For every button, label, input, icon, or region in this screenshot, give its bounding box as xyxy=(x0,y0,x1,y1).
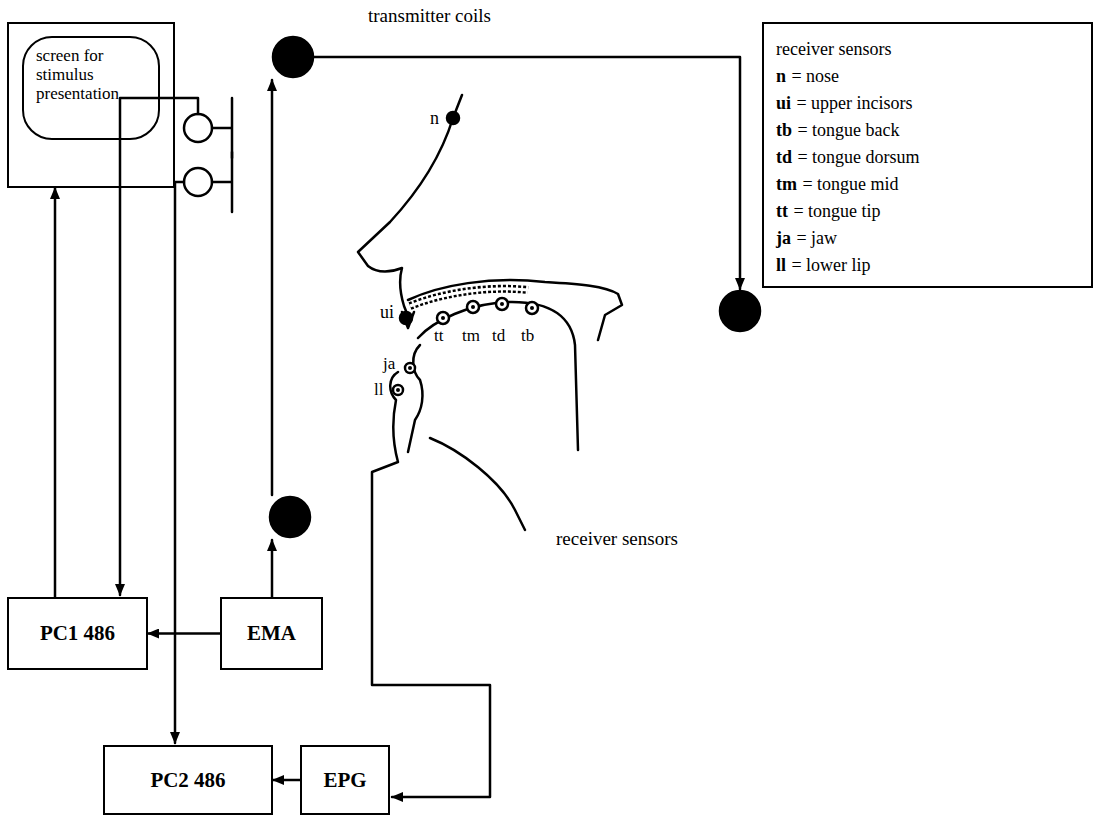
sensor xyxy=(467,301,479,313)
sensor xyxy=(526,302,538,314)
transmitter-coil xyxy=(273,37,313,77)
sensor xyxy=(393,385,403,395)
sensor-description: = nose xyxy=(791,66,839,86)
sensor-label: ll xyxy=(374,381,383,398)
microphone xyxy=(184,168,212,196)
microphone-stand xyxy=(212,98,232,158)
sensor xyxy=(447,112,459,124)
box-label: PC2 486 xyxy=(150,768,225,793)
coil-wire xyxy=(271,540,274,597)
sensor-abbreviation: tm xyxy=(776,174,797,194)
screen-display: screen for stimulus presentation xyxy=(22,36,160,140)
sensor-dots xyxy=(396,302,534,392)
sensor-dot xyxy=(500,302,504,306)
sensor-description: = tongue tip xyxy=(793,201,880,221)
epg-box: EPG xyxy=(300,745,390,815)
tongue xyxy=(418,302,578,450)
sensor-description: = upper incisors xyxy=(796,93,912,113)
sensor-label: ja xyxy=(383,355,395,372)
pc-box: PC1 486 xyxy=(7,597,148,670)
pc-box: PC2 486 xyxy=(103,745,273,815)
legend-heading: receiver sensors xyxy=(776,36,1079,63)
sensor-dot xyxy=(408,366,412,370)
sensor-description: = tongue mid xyxy=(802,174,898,194)
legend-row: ja= jaw xyxy=(776,225,1079,252)
connector-arrow xyxy=(273,779,300,782)
box-label: PC1 486 xyxy=(40,621,115,646)
ema-box: EMA xyxy=(220,597,323,670)
connector-arrow xyxy=(54,188,57,597)
sensor-abbreviation: ui xyxy=(776,93,791,113)
sensor-dot xyxy=(471,305,475,309)
sensor-label: ui xyxy=(380,303,394,321)
legend-row: n= nose xyxy=(776,63,1079,90)
microphone xyxy=(184,114,212,142)
coil-label: transmitter coils xyxy=(368,6,491,25)
neck-line xyxy=(430,438,525,530)
stimulus-screen: screen for stimulus presentation xyxy=(7,22,175,188)
sensor-abbreviation: n xyxy=(776,66,786,86)
sensor-dot xyxy=(441,316,445,320)
sensor-description: = lower lip xyxy=(791,255,870,275)
sensor-abbreviation: ja xyxy=(776,228,791,248)
legend-row: ll= lower lip xyxy=(776,252,1079,279)
sensor-label: tt xyxy=(434,327,443,344)
screen-caption: screen for stimulus presentation xyxy=(36,46,148,103)
transmitter-coil xyxy=(270,497,310,537)
legend-row: td= tongue dorsum xyxy=(776,144,1079,171)
microphone-stand xyxy=(212,152,232,212)
sensor-label: receiver sensors xyxy=(556,529,678,548)
transmitter-coil xyxy=(720,291,760,331)
sensor-label: tb xyxy=(521,327,534,344)
legend-row: tm= tongue mid xyxy=(776,171,1079,198)
sensor-abbreviation: td xyxy=(776,147,792,167)
legend-box: receiver sensorsn= noseui= upper incisor… xyxy=(762,22,1093,288)
box-label: EMA xyxy=(247,621,296,646)
microphone-wire xyxy=(175,182,184,743)
sensor-abbreviation: tb xyxy=(776,120,792,140)
sensor-description: = jaw xyxy=(796,228,837,248)
sensor xyxy=(400,312,412,324)
sensor xyxy=(405,363,415,373)
legend-row: tb= tongue back xyxy=(776,117,1079,144)
box-label: EPG xyxy=(323,768,366,793)
sensor xyxy=(437,312,449,324)
sensor-dot xyxy=(530,306,534,310)
sensor-description: = tongue back xyxy=(797,120,899,140)
sensor-dot xyxy=(396,388,400,392)
legend-row: ui= upper incisors xyxy=(776,90,1079,117)
sensor xyxy=(496,298,508,310)
face-profile xyxy=(358,95,462,316)
sensor-description: = tongue dorsum xyxy=(797,147,919,167)
sensor-abbreviation: ll xyxy=(776,255,786,275)
sensor-label: n xyxy=(430,109,439,127)
sensor-label: tm xyxy=(462,327,480,344)
connector-arrow xyxy=(148,632,220,635)
sensor-abbreviation: tt xyxy=(776,201,788,221)
chin-and-epg-wire xyxy=(372,372,490,797)
drawing xyxy=(120,37,760,797)
sensor-label: td xyxy=(492,327,505,344)
coil-wire xyxy=(271,80,274,495)
lower-teeth-jaw xyxy=(408,345,422,452)
coil-wire xyxy=(313,57,740,289)
legend-row: tt= tongue tip xyxy=(776,198,1079,225)
microphone-wire xyxy=(120,98,198,595)
